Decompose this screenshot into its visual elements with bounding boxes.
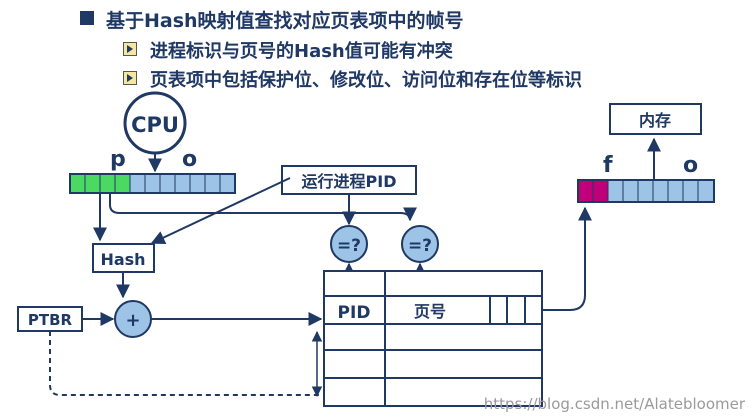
table-pagenum-label: 页号 bbox=[414, 302, 446, 321]
bullet-sub1: 进程标识与页号的Hash值可能有冲突 bbox=[150, 41, 453, 62]
p-label: p bbox=[110, 147, 126, 172]
memory-label: 内存 bbox=[639, 111, 671, 130]
compare-pid-node: =? bbox=[330, 225, 368, 263]
running-pid-label: 运行进程PID bbox=[302, 172, 397, 191]
bullet-sub2: 页表项中包括保护位、修改位、访问位和存在位等标识 bbox=[150, 70, 582, 91]
ptbr-box: PTBR bbox=[17, 306, 83, 332]
physical-address bbox=[577, 179, 715, 203]
hash-box: Hash bbox=[92, 243, 155, 273]
compare-page-label: =? bbox=[408, 236, 432, 256]
bullet-main: 基于Hash映射值查找对应页表项中的帧号 bbox=[106, 10, 464, 32]
adder-node: + bbox=[114, 300, 152, 338]
page-table: PID 页号 bbox=[323, 270, 543, 407]
o-label: o bbox=[182, 147, 197, 172]
logical-address bbox=[69, 173, 236, 194]
compare-pid-label: =? bbox=[337, 236, 361, 256]
watermark-text: https://blog.csdn.net/Alatebloomer bbox=[484, 395, 746, 413]
adder-label: + bbox=[125, 310, 140, 331]
hash-label: Hash bbox=[100, 250, 145, 269]
running-pid-box: 运行进程PID bbox=[281, 165, 417, 195]
ptbr-label: PTBR bbox=[28, 311, 73, 329]
cpu-label: CPU bbox=[131, 113, 179, 137]
bullet-arrow-glyph-icon bbox=[127, 74, 133, 82]
table-pid-label: PID bbox=[338, 303, 371, 323]
cpu-node: CPU bbox=[123, 91, 187, 155]
memory-box: 内存 bbox=[609, 103, 702, 135]
o2-label: o bbox=[683, 153, 698, 178]
compare-page-node: =? bbox=[401, 225, 439, 263]
bullet-square-icon bbox=[80, 11, 94, 25]
bullet-arrow-glyph-icon bbox=[127, 45, 133, 53]
f-label: f bbox=[603, 153, 613, 178]
